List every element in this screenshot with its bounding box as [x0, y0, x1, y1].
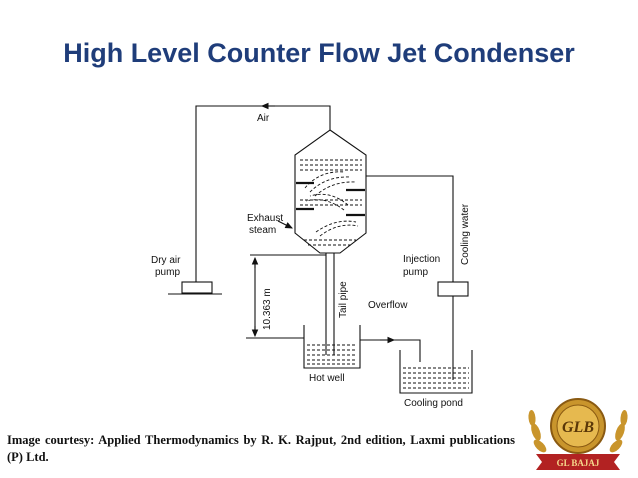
dry-air-pump: [181, 281, 213, 294]
label-dry-air-pump: pump: [155, 267, 180, 278]
label-tail-pipe: Tail pipe: [338, 281, 349, 318]
label-cooling-pond: Cooling pond: [404, 398, 463, 409]
cooling-water-line: [366, 175, 454, 282]
logo-initials: GLB: [562, 419, 594, 436]
label-hot-well: Hot well: [309, 373, 345, 384]
label-exhaust: Exhaust: [247, 213, 283, 224]
label-injection: Injection: [403, 254, 440, 265]
condenser-vessel: [294, 129, 367, 254]
slide-title: High Level Counter Flow Jet Condenser: [63, 38, 575, 68]
label-cooling-water: Cooling water: [460, 203, 471, 265]
tail-pipe: [325, 253, 335, 355]
air-line: [195, 105, 331, 282]
injection-pump: [437, 281, 469, 297]
overflow-line: [360, 339, 421, 362]
hot-well-tank: [303, 325, 361, 369]
label-steam: steam: [249, 225, 276, 236]
image-caption: Image courtesy: Applied Thermodynamics b…: [7, 433, 515, 464]
label-air: Air: [257, 113, 270, 124]
label-height: 10.363 m: [262, 288, 273, 330]
logo-text: GL BAJAJ: [557, 458, 600, 468]
gl-bajaj-logo: GLB GL BAJAJ: [528, 398, 628, 470]
label-dry-air: Dry air: [151, 255, 181, 266]
label-overflow: Overflow: [368, 300, 408, 311]
label-injection-pump: pump: [403, 267, 428, 278]
cooling-pond-tank: [399, 350, 473, 394]
